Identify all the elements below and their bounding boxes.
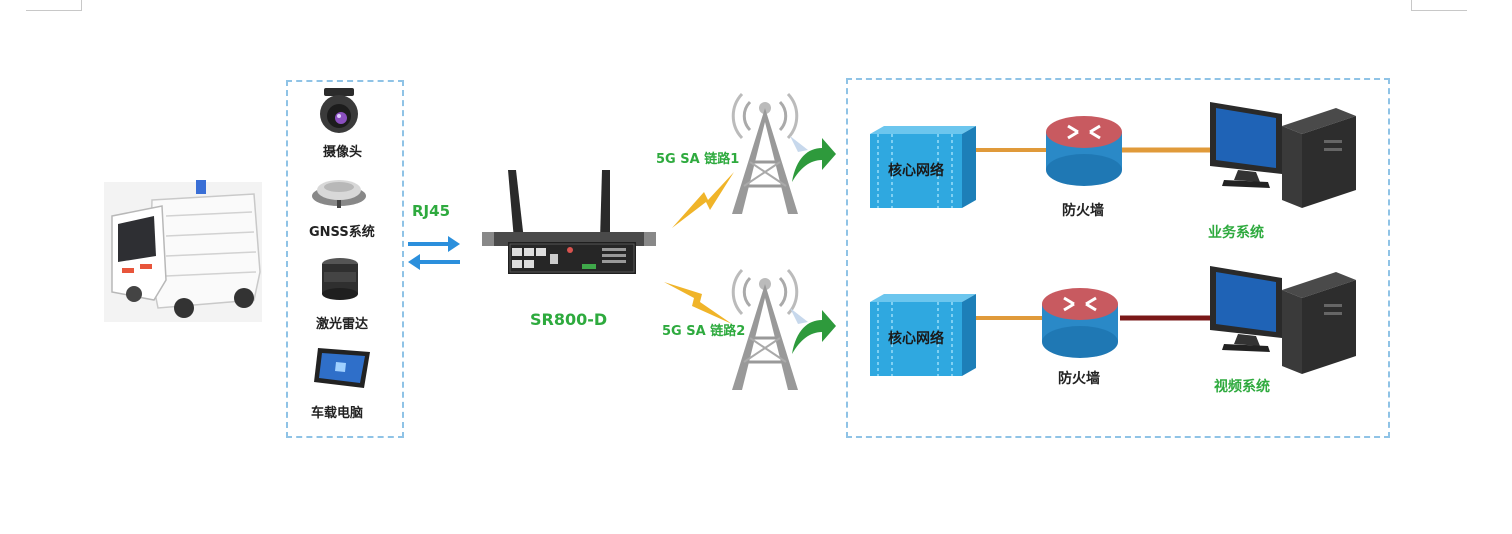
link-label-2: 5G SA 链路2 bbox=[662, 324, 746, 339]
crop-mark-right bbox=[1411, 0, 1467, 11]
business-system-label: 业务系统 bbox=[1208, 225, 1264, 241]
cell-tower-icon bbox=[731, 92, 799, 214]
tablet-pc-icon bbox=[314, 348, 370, 388]
video-system-label: 视频系统 bbox=[1214, 379, 1270, 395]
firewall-router-icon bbox=[1042, 288, 1118, 358]
cell-tower-icon bbox=[731, 268, 799, 390]
dome-camera-icon bbox=[320, 88, 358, 133]
device-label-camera: 摄像头 bbox=[323, 145, 363, 160]
desktop-computer-icon bbox=[1210, 102, 1356, 208]
firewall-label-1: 防火墙 bbox=[1062, 203, 1104, 219]
router-device-icon bbox=[482, 170, 656, 274]
desktop-computer-icon bbox=[1210, 266, 1356, 374]
device-label-vehicle-pc: 车载电脑 bbox=[311, 406, 364, 421]
firewall-label-2: 防火墙 bbox=[1058, 371, 1100, 387]
onboard-devices-group bbox=[286, 80, 404, 438]
green-arrow-icon bbox=[790, 136, 836, 182]
green-arrow-icon bbox=[790, 308, 836, 354]
firewall-router-icon bbox=[1046, 116, 1122, 186]
lightning-bolt-icon bbox=[672, 172, 734, 228]
bidirectional-arrow-icon bbox=[408, 236, 460, 270]
lightning-bolt-icon bbox=[664, 282, 732, 324]
router-model-label: SR800-D bbox=[530, 310, 608, 329]
device-label-gnss: GNSS系统 bbox=[309, 225, 375, 240]
lidar-sensor-icon bbox=[322, 258, 358, 300]
delivery-robot-vehicle bbox=[104, 180, 262, 322]
device-label-lidar: 激光雷达 bbox=[316, 317, 369, 332]
core-network-label-1: 核心网络 bbox=[888, 163, 944, 179]
data-center-group bbox=[846, 78, 1390, 438]
core-network-switch-icon bbox=[870, 294, 976, 376]
core-network-label-2: 核心网络 bbox=[888, 331, 944, 347]
link-label-1: 5G SA 链路1 bbox=[656, 152, 740, 167]
interface-label-rj45: RJ45 bbox=[412, 202, 451, 220]
crop-mark-left bbox=[26, 0, 82, 11]
core-network-switch-icon bbox=[870, 126, 976, 208]
gnss-antenna-icon bbox=[312, 180, 366, 208]
